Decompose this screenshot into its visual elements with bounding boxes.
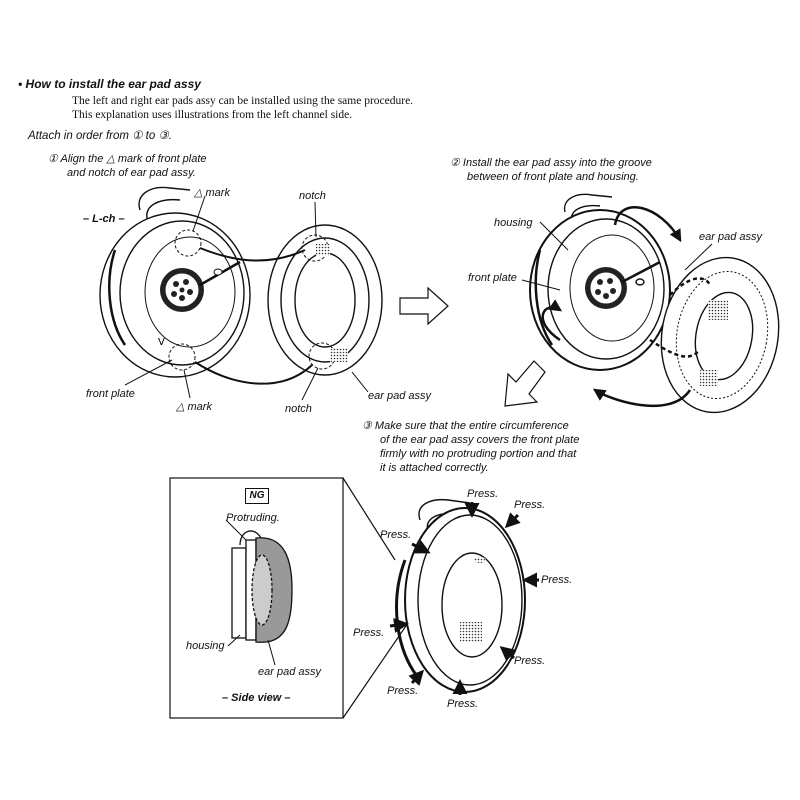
label-ear-pad-1: ear pad assy	[368, 390, 431, 402]
step1-driver-grille: V	[158, 260, 241, 348]
label-mark-top: △ mark	[194, 187, 230, 199]
svg-text:V: V	[158, 337, 165, 348]
step3-line-2: of the ear pad assy covers the front pla…	[380, 434, 580, 446]
label-mark-bottom: △ mark	[176, 401, 212, 413]
press-label-6: Press.	[514, 655, 546, 667]
label-notch-top: notch	[299, 190, 326, 202]
hollow-arrow-down-left	[504, 360, 546, 407]
step1-ear-pad	[267, 224, 383, 376]
step3-line-4: it is attached correctly.	[380, 462, 489, 474]
press-label-3: Press.	[380, 529, 412, 541]
press-label-2: Press.	[514, 499, 546, 511]
step2-line-1: ② Install the ear pad assy into the groo…	[450, 157, 652, 169]
step1-line-1: ① Align the △ mark of front plate	[48, 153, 207, 165]
label-ear-pad-2: ear pad assy	[699, 231, 762, 243]
step2-headphone	[529, 193, 671, 371]
step2-install-arrows	[521, 206, 713, 408]
step1-mark-circles	[168, 229, 202, 371]
press-label-7: Press.	[387, 685, 419, 697]
section-title: • How to install the ear pad assy	[18, 77, 201, 91]
step3-line-3: firmly with no protruding portion and th…	[380, 448, 577, 460]
hollow-arrow-right	[399, 286, 449, 326]
label-notch-bottom: notch	[285, 403, 312, 415]
press-label-4: Press.	[541, 574, 573, 586]
step1-line-2: and notch of ear pad assy.	[67, 167, 196, 179]
label-lch: – L-ch –	[83, 213, 125, 225]
attach-order-text: Attach in order from ① to ③.	[28, 130, 172, 142]
step3-press-arrows	[389, 502, 539, 695]
label-side-view: – Side view –	[222, 692, 291, 704]
ng-badge: NG	[245, 488, 269, 504]
step2-line-2: between of front plate and housing.	[467, 171, 639, 183]
label-ear-pad-ng: ear pad assy	[258, 666, 321, 678]
label-housing-ng: housing	[186, 640, 225, 652]
label-protruding: Protruding.	[226, 512, 280, 524]
step3-line-1: ③ Make sure that the entire circumferenc…	[362, 420, 569, 432]
label-housing-2: housing	[494, 217, 533, 229]
press-label-8: Press.	[447, 698, 479, 710]
intro-line-1: The left and right ear pads assy can be …	[72, 95, 414, 107]
press-label-1: Press.	[467, 488, 499, 500]
label-front-plate-1: front plate	[86, 388, 135, 400]
press-label-5: Press.	[353, 627, 385, 639]
intro-line-2: This explanation uses illustrations from…	[72, 109, 353, 121]
step3-headphone	[395, 498, 526, 693]
step2-ear-pad	[660, 256, 780, 414]
label-front-plate-2: front plate	[468, 272, 517, 284]
ng-side-view	[225, 519, 293, 666]
step1-alignment-lines	[124, 195, 369, 401]
